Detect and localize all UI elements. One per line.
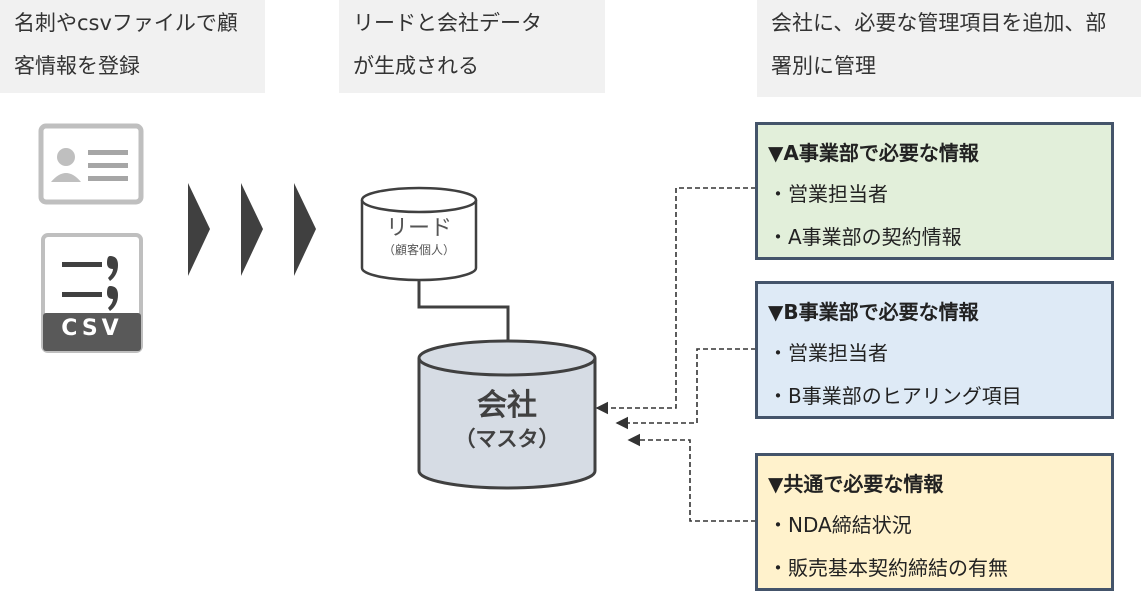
group-b-item: ・営業担当者 <box>768 341 888 365</box>
lead-database-icon <box>360 186 478 282</box>
company-db-label: 会社 （マスタ） <box>419 388 595 454</box>
group-common-item: ・NDA締結状況 <box>768 513 912 537</box>
company-db-title: 会社 <box>477 388 537 423</box>
company-database-icon <box>417 339 597 490</box>
lead-db-subtitle: （顧客個人） <box>382 243 455 257</box>
lead-db-label: リード （顧客個人） <box>362 216 476 258</box>
group-a-item: ・営業担当者 <box>768 182 888 206</box>
company-db-subtitle: （マスタ） <box>454 427 560 451</box>
step-2-label: リードと会社データ が生成される <box>339 0 605 93</box>
group-b-connector <box>615 348 756 430</box>
step-3-line-1: 会社に、必要な管理項目を追加、部 <box>771 11 1107 35</box>
chevron-arrow-icon <box>241 183 263 276</box>
step-3-label: 会社に、必要な管理項目を追加、部 署別に管理 <box>757 0 1141 97</box>
group-common-box: ▼共通で必要な情報 ・NDA締結状況 ・販売基本契約締結の有無 <box>755 453 1114 591</box>
group-common-item: ・販売基本契約締結の有無 <box>768 556 1008 580</box>
group-b-box: ▼B事業部で必要な情報 ・営業担当者 ・B事業部のヒアリング項目 <box>755 281 1114 419</box>
group-b-item: ・B事業部のヒアリング項目 <box>768 384 1022 408</box>
step-2-line-2: が生成される <box>353 54 479 78</box>
group-a-item: ・A事業部の契約情報 <box>768 225 962 249</box>
step-1-label: 名刺やcsvファイルで顧 客情報を登録 <box>0 0 265 93</box>
group-common-connector <box>627 433 756 522</box>
group-a-connector <box>595 187 756 415</box>
chevron-arrow-icon <box>294 183 316 276</box>
step-3-line-2: 署別に管理 <box>771 54 876 78</box>
group-a-box: ▼A事業部で必要な情報 ・営業担当者 ・A事業部の契約情報 <box>755 122 1114 260</box>
group-b-title: ▼B事業部で必要な情報 <box>768 300 979 324</box>
group-a-title: ▼A事業部で必要な情報 <box>768 141 979 165</box>
chevron-arrow-icon <box>188 183 210 276</box>
step-2-line-1: リードと会社データ <box>353 11 542 35</box>
lead-db-title: リード <box>385 216 452 241</box>
business-card-icon <box>38 123 144 205</box>
csv-label: CSV <box>61 316 123 341</box>
step-1-line-1: 名刺やcsvファイルで顧 <box>14 11 238 35</box>
step-1-line-2: 客情報を登録 <box>14 54 140 78</box>
csv-file-icon <box>41 233 143 353</box>
group-common-title: ▼共通で必要な情報 <box>768 472 944 496</box>
lead-company-connector <box>417 277 510 343</box>
